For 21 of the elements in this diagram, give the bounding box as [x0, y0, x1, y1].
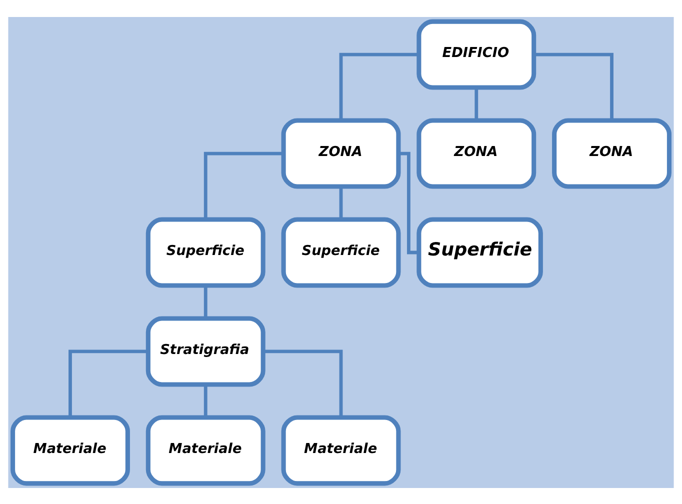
node-box: ZONA: [552, 118, 672, 188]
connector: [339, 52, 419, 120]
connector: [263, 349, 343, 416]
connector: [474, 88, 478, 120]
node-box: EDIFICIO: [416, 18, 536, 90]
connector: [534, 52, 614, 120]
connector: [204, 286, 208, 318]
connector: [204, 384, 208, 417]
node-box: Superficie: [416, 216, 543, 288]
node-box: Superficie: [146, 216, 266, 288]
node-box: Materiale: [10, 414, 130, 486]
connector: [68, 349, 148, 416]
node-box: ZONA: [281, 118, 401, 188]
node-box: Stratigrafia: [146, 316, 266, 386]
node-box: ZONA: [416, 118, 536, 188]
node-box: Superficie: [281, 216, 401, 288]
connector: [204, 151, 284, 218]
node-box: Materiale: [146, 414, 266, 486]
connector: [339, 186, 343, 219]
node-box: Materiale: [281, 414, 401, 486]
connector: [398, 151, 419, 254]
